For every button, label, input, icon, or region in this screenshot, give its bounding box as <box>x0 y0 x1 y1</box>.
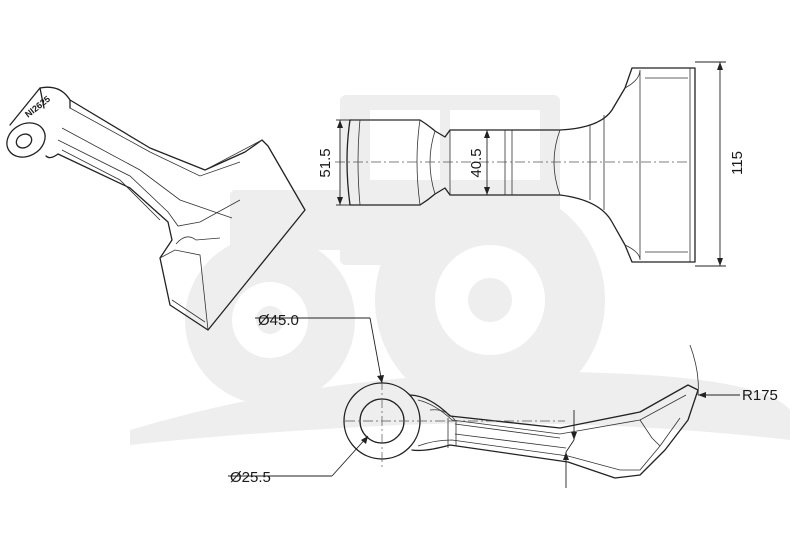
dim-bore-diameter: Ø25.5 <box>230 469 271 486</box>
dim-radius: R175 <box>742 387 778 404</box>
dim-height-side: 51.5 <box>317 148 334 177</box>
dim-outer-diameter: Ø45.0 <box>258 312 299 329</box>
part-marking: NI2625 <box>23 94 52 120</box>
tractor-icon <box>130 95 790 445</box>
dim-overall: 115 <box>729 151 746 175</box>
top-view: R175 Ø45.0 Ø25.5 <box>228 312 778 488</box>
side-view: 51.5 40.5 115 <box>317 61 746 267</box>
dim-neck: 40.5 <box>468 148 485 177</box>
